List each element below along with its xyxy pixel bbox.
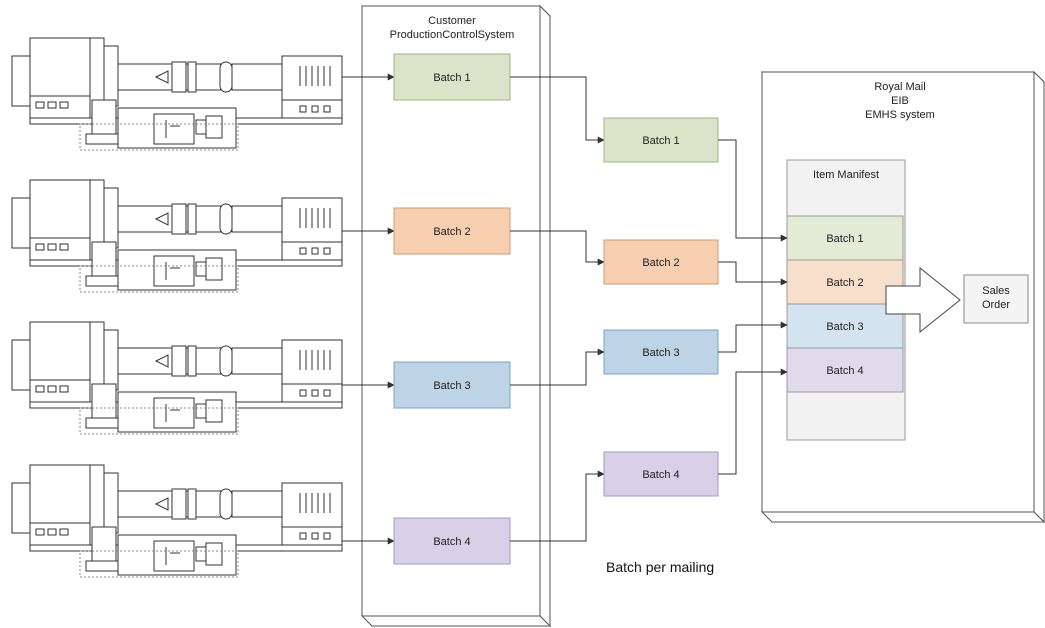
item-manifest-title: Item Manifest (813, 169, 879, 181)
customer-batch-label-1: Batch 1 (433, 72, 470, 84)
customer-batch-2 (393, 207, 511, 255)
royal-mail-title-line1: Royal Mail (874, 81, 925, 93)
production-machine-3 (11, 321, 343, 435)
transfer-batch-4 (603, 451, 719, 497)
transfer-to-manifest-arrow-3 (718, 321, 788, 353)
transfer-batch-2 (603, 239, 719, 285)
production-machine-1 (11, 37, 343, 151)
caption-batch-per-mailing: Batch per mailing (606, 559, 714, 575)
royal-mail-title-line2: EIB (891, 95, 909, 107)
manifest-to-sales-order-arrow (885, 266, 961, 334)
royal-mail-title-line3: EMHS system (865, 109, 935, 121)
sales-order-line2: Order (982, 299, 1010, 311)
item-manifest: Item Manifest Batch 1 Batch 2 Batch 3 Batch… (786, 159, 906, 441)
customer-system-panel: Customer ProductionControlSystem (360, 4, 552, 628)
manifest-row-label-4: Batch 4 (826, 365, 863, 377)
sales-order: Sales Order (963, 274, 1029, 324)
manifest-row-label-3: Batch 3 (826, 321, 863, 333)
transfer-batch-label-3: Batch 3 (642, 347, 679, 359)
customer-batch-4 (393, 517, 511, 565)
sales-order-line1: Sales (982, 285, 1010, 297)
customer-batch-3 (393, 361, 511, 409)
manifest-row-3 (786, 303, 904, 349)
transfer-to-manifest-arrow-1 (718, 139, 788, 242)
customer-batch-label-2: Batch 2 (433, 226, 470, 238)
customer-batch-label-3: Batch 3 (433, 380, 470, 392)
manifest-row-label-2: Batch 2 (826, 277, 863, 289)
manifest-row-label-1: Batch 1 (826, 233, 863, 245)
transfer-batch-1 (603, 117, 719, 163)
batch-to-transfer-arrow-4 (510, 470, 605, 542)
transfer-batch-label-2: Batch 2 (642, 257, 679, 269)
production-machine-4 (11, 464, 343, 578)
transfer-to-manifest-arrow-2 (718, 261, 788, 286)
batch-to-transfer-arrow-3 (510, 348, 605, 386)
batch-to-transfer-arrow-1 (510, 76, 605, 144)
customer-system-title-line2: ProductionControlSystem (390, 29, 515, 41)
batch-to-transfer-arrow-2 (510, 230, 605, 266)
manifest-row-1 (786, 215, 904, 261)
transfer-batch-3 (603, 329, 719, 375)
transfer-batch-label-1: Batch 1 (642, 135, 679, 147)
transfer-batch-label-4: Batch 4 (642, 469, 679, 481)
production-machines (11, 37, 343, 578)
production-machine-2 (11, 179, 343, 293)
manifest-row-4 (786, 347, 904, 393)
customer-system-title-line1: Customer (428, 15, 476, 27)
transfer-to-manifest-arrow-4 (718, 368, 788, 475)
customer-batch-1 (393, 53, 511, 101)
customer-batch-label-4: Batch 4 (433, 536, 470, 548)
